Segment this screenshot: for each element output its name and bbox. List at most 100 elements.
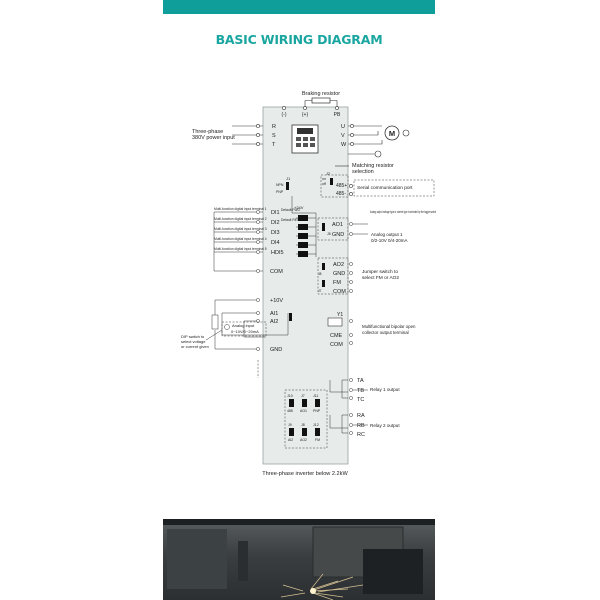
j7-switch-icon [322, 280, 325, 287]
ao1-output-line2: 0/2-10V 0/4-20mA [371, 238, 408, 243]
terminal-ao2-gnd: GND [333, 271, 345, 277]
j8-switch-icon [322, 263, 325, 270]
dip-desc-line3: or current given [181, 344, 209, 349]
comm-description: Serial communication port [357, 185, 413, 191]
plus24v-label: +24V [294, 205, 304, 210]
di2-default: Default REV [281, 218, 300, 222]
npn-pnp-switch-icon [286, 182, 289, 190]
di4-desc: Multi-function digital input terminal 4 [214, 237, 267, 241]
ai-switch-icon [289, 313, 292, 321]
terminal-di4: DI4 [271, 240, 280, 246]
comm-on-label: on [322, 177, 326, 181]
terminal-rc: RC [357, 432, 365, 438]
terminal-s: S [272, 133, 276, 139]
di2-desc: Multi-function digital input terminal 2 [214, 217, 267, 221]
terminal-ra: RA [357, 413, 365, 419]
comm-switch-icon [330, 178, 333, 185]
terminal-hdi5: HDI5 [271, 250, 284, 256]
relay1-label: Relay 1 output [370, 387, 400, 392]
motor-label: M [389, 129, 395, 138]
potentiometer-icon [211, 314, 219, 330]
terminal-gnd: GND [270, 347, 282, 353]
dc-plus-terminal: (+) [302, 112, 309, 118]
di1-default: Default FWD [281, 208, 300, 212]
terminal-di3: DI3 [271, 230, 280, 236]
jumper-ao2-label: AO2 [300, 438, 307, 442]
terminal-ao2: AO2 [333, 262, 344, 268]
digital-inputs: Multi-function digital input terminal 1 … [213, 207, 317, 275]
terminal-v: V [341, 133, 345, 139]
matching-resistor-line2: selection [352, 169, 374, 175]
relay2-label: Relay 2 output [370, 423, 400, 428]
terminal-tb: TB [357, 388, 364, 394]
terminal-di2: DI2 [271, 220, 280, 226]
terminal-ao1-gnd: GND [332, 232, 344, 238]
pnp-label: PNP [276, 190, 284, 194]
j11-label: J11 [313, 394, 318, 398]
j12-label: J12 [313, 423, 319, 427]
terminal-di1: DI1 [271, 210, 280, 216]
ao2-desc-line1: Jumper switch to [362, 269, 398, 275]
ao1-output-line1: Analog output 1 [371, 232, 403, 237]
j10-label: J10 [287, 394, 293, 398]
di3-desc: Multi-function digital input terminal 3 [214, 227, 267, 231]
terminal-tc: TC [357, 397, 364, 403]
terminal-rb: RB [357, 423, 365, 429]
motor-icon [384, 125, 400, 141]
dip-desc-line1: DIP switch to [181, 334, 205, 339]
j8-jumper-label: J8 [301, 423, 305, 427]
analog-source-icon [224, 324, 230, 330]
power-input-line1: Three-phase [192, 129, 223, 135]
braking-resistor-label: Braking resistor [302, 91, 340, 97]
terminal-cme: CME [330, 333, 343, 339]
ground-icon [402, 129, 410, 137]
j8-label: J8 [318, 272, 322, 276]
terminal-y1-com: COM [330, 342, 343, 348]
terminal-fm-com: COM [333, 289, 346, 295]
j5-label: J5 [327, 232, 331, 236]
keypad-icon [291, 124, 319, 154]
analog-input-line1: Analog input [232, 323, 255, 328]
ao1-desc: Analog output voltage type or current ty… [370, 210, 436, 214]
y1-transistor-icon [327, 317, 343, 327]
analog-input-line2: 0~10V/0~20mA [231, 329, 259, 334]
earth-ground-icon [374, 150, 382, 158]
j1-label: J1 [286, 176, 291, 181]
pb-terminal: PB [334, 112, 341, 118]
npn-label: NPN [276, 183, 284, 187]
jumper-pnp-label: PNP [313, 409, 321, 413]
rs485-plus: 485+ [336, 183, 347, 189]
y1-desc-line2: collector output terminal [362, 330, 409, 335]
y1-desc-line1: Multifunctional bipolar open [362, 324, 416, 329]
terminal-com: COM [270, 269, 283, 275]
j7-label: J7 [318, 289, 322, 293]
jumper-ao1-label: AO1 [300, 409, 307, 413]
braking-resistor-icon [311, 97, 331, 104]
power-input-line2: 380V power input [192, 135, 235, 141]
diagram-title: BASIC WIRING DIAGRAM [215, 32, 383, 47]
ao2-desc-line2: select FM or AO2 [362, 275, 399, 281]
rs485-minus: 485- [336, 191, 346, 197]
terminal-t: T [272, 142, 276, 148]
power-input-terminals: R S T [256, 124, 276, 148]
j9-label: J9 [288, 423, 292, 427]
terminal-fm: FM [333, 280, 341, 286]
factory-photo [163, 519, 435, 600]
jumper-block [284, 389, 328, 449]
matching-resistor-line1: Matching resistor [352, 163, 394, 169]
jumper-485-label: 485 [287, 409, 293, 413]
terminal-ai2: AI2 [270, 319, 278, 325]
terminal-ai1: AI1 [270, 311, 278, 317]
diagram-caption: Three-phase inverter below 2.2kW [262, 471, 348, 477]
di1-desc: Multi-function digital input terminal 1 [214, 207, 267, 211]
comm-off-label: off [322, 182, 326, 186]
terminal-10v: +10V [270, 298, 283, 304]
terminal-y1: Y1 [337, 312, 343, 318]
j2-label: J2 [326, 171, 331, 176]
jumper-ai2-label: AI2 [288, 438, 293, 442]
dip-desc-line2: select voltage [181, 339, 206, 344]
dc-minus-terminal: (-) [282, 112, 287, 118]
terminal-u: U [341, 124, 345, 130]
di5-desc: Multi-function digital input terminal 5 [214, 247, 267, 251]
